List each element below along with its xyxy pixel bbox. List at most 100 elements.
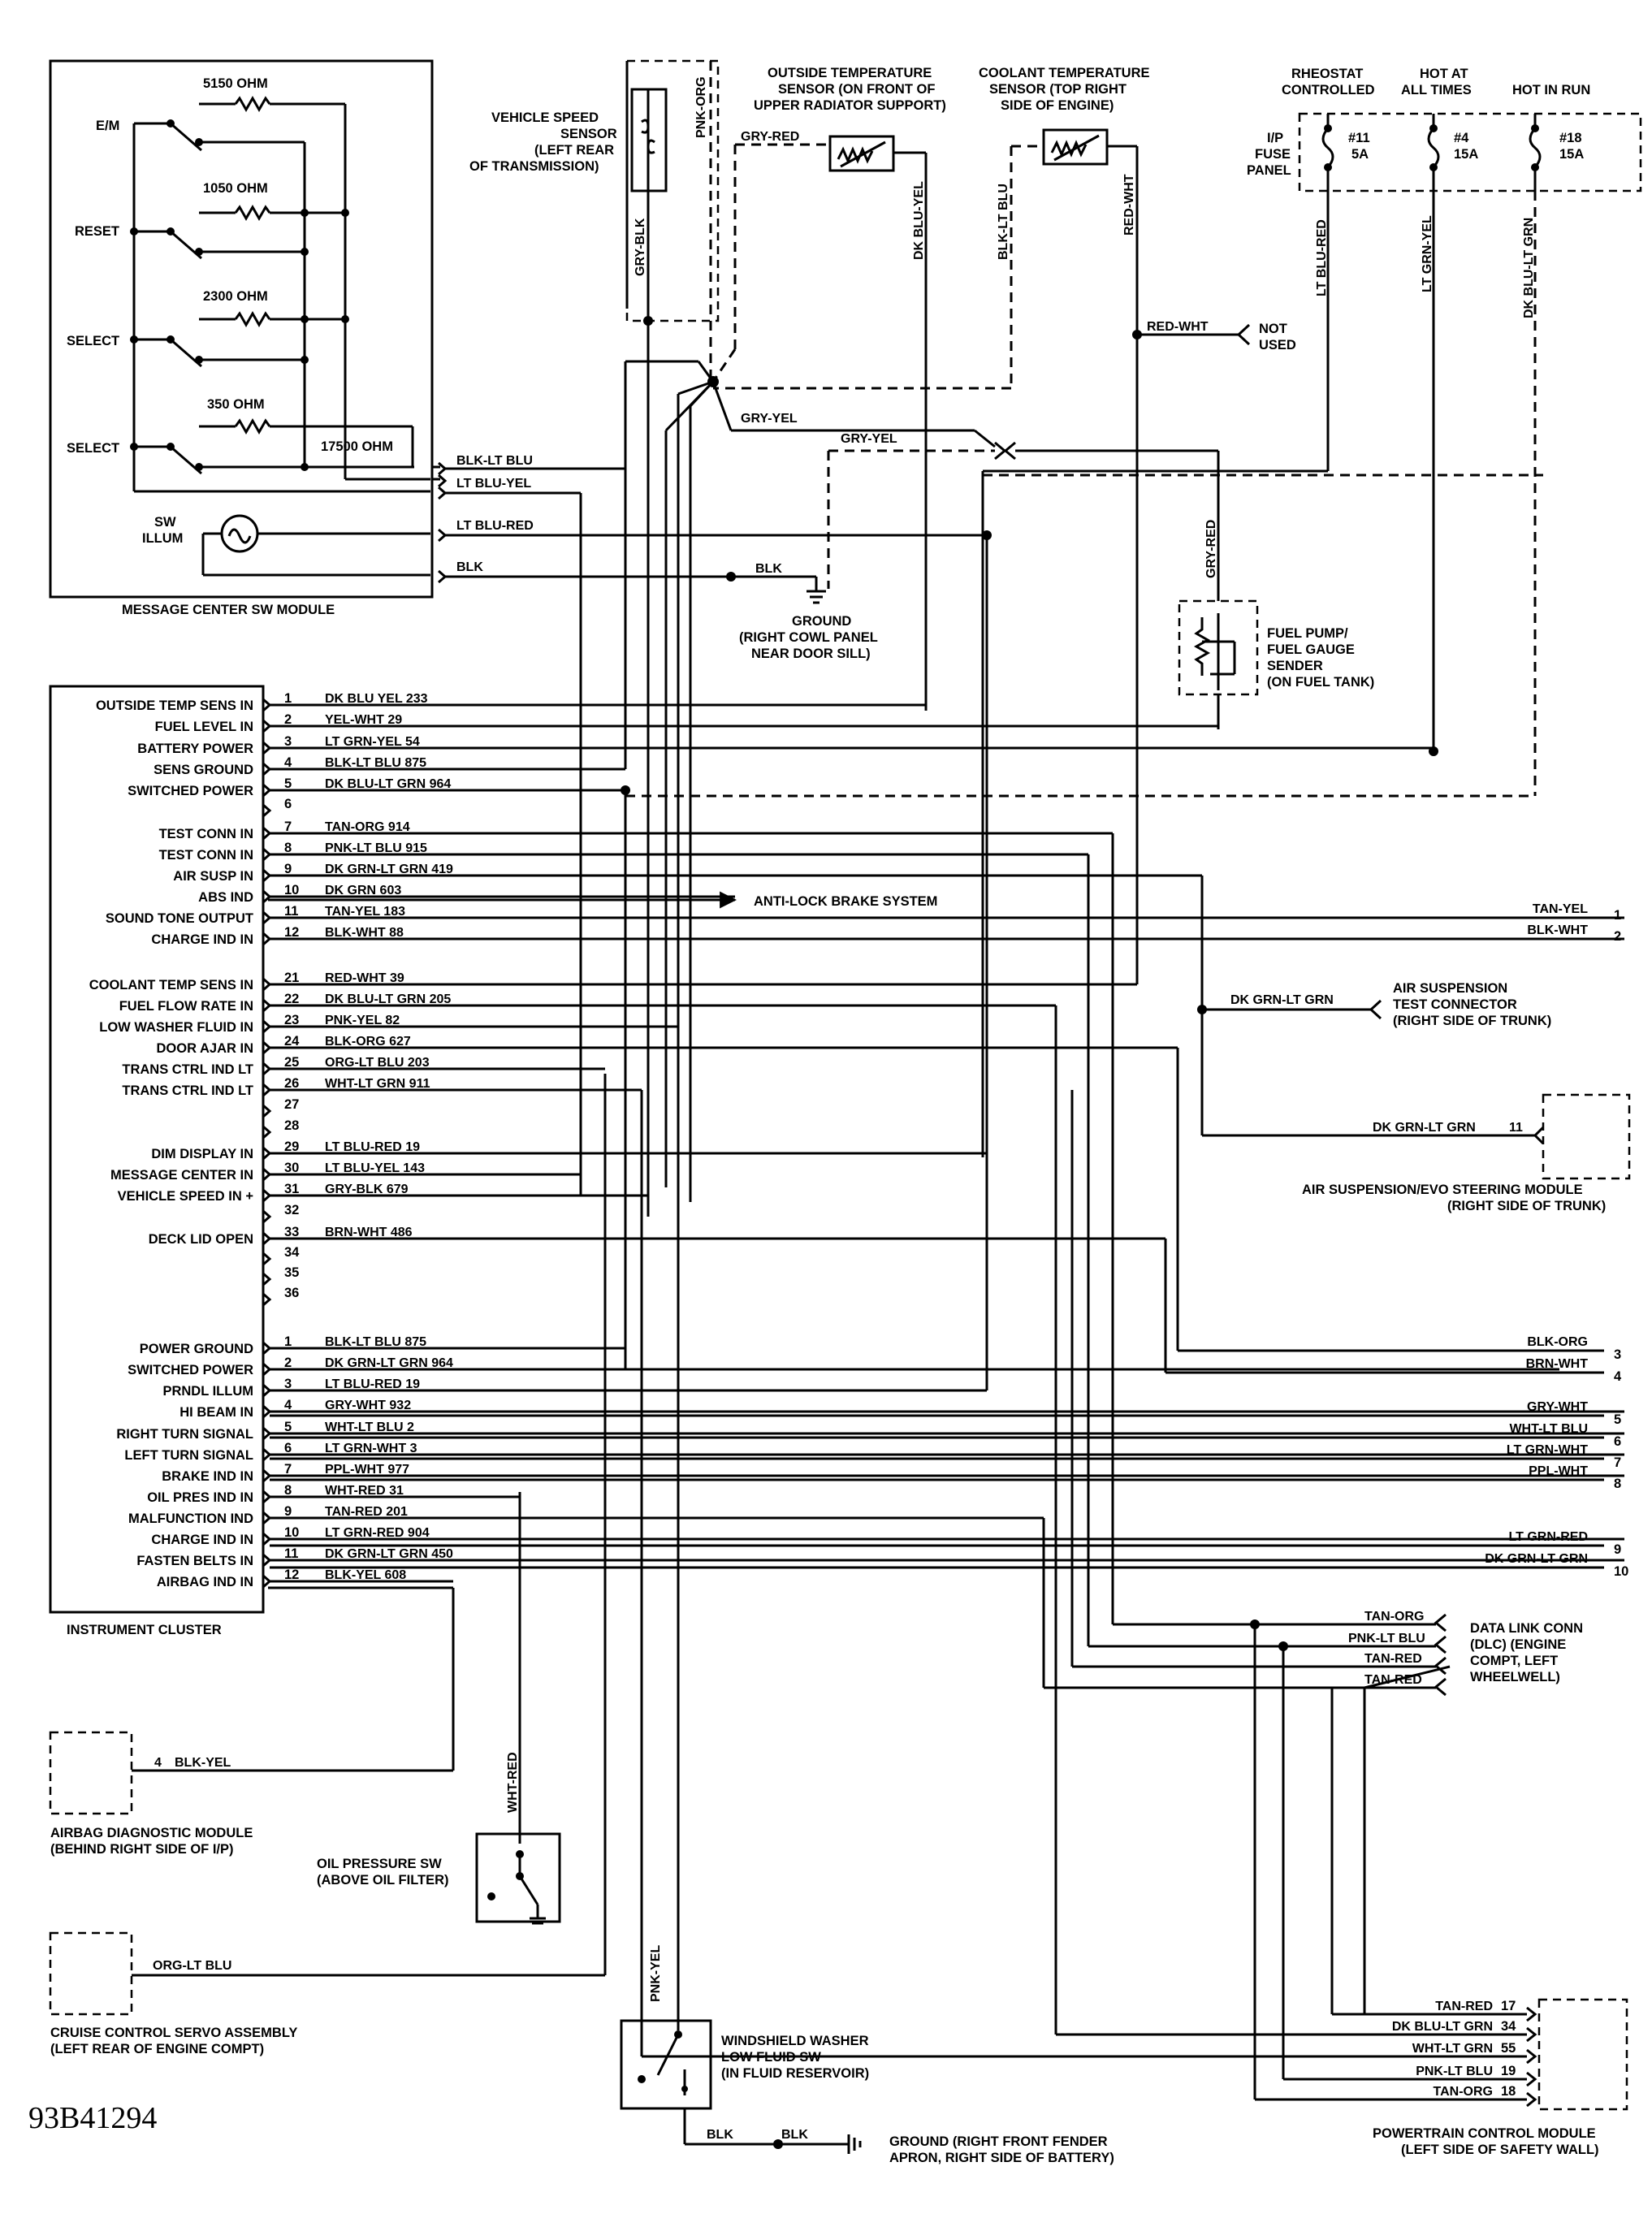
right-conn-wire-label: PPL-WHT (1529, 1464, 1588, 1478)
pcm-label-1: POWERTRAIN CONTROL MODULE (1373, 2126, 1596, 2141)
dlc-label-4: WHEELWELL) (1470, 1670, 1560, 1684)
cluster-pin-wire-label: LT BLU-YEL 143 (325, 1161, 425, 1175)
cluster-pin-wire-label: ORG-LT BLU 203 (325, 1056, 430, 1070)
vss-pnk-org-label: PNK-ORG (694, 76, 708, 138)
ground-1: GROUND (RIGHT COWL PANEL NEAR DOOR SILL) (739, 590, 878, 661)
cluster-pin-number: 27 (284, 1097, 299, 1112)
cluster-pin-number: 4 (284, 1398, 292, 1412)
not-used-label-1: NOT (1259, 322, 1287, 336)
coolant-temp-label-2: SENSOR (TOP RIGHT (989, 82, 1127, 97)
air-susp-module-wire-label: DK GRN-LT GRN (1373, 1121, 1476, 1135)
cluster-pin-wire-label: LT GRN-RED 904 (325, 1526, 430, 1540)
fuel-pump-label-1: FUEL PUMP/ (1267, 626, 1348, 641)
cluster-pin-6: 6 (262, 797, 292, 818)
cluster-pin-number: 5 (284, 1420, 292, 1434)
pcm-pin: 18 (1501, 2084, 1516, 2099)
cluster-pin-number: 1 (284, 1334, 292, 1349)
cluster-pin-wire-label: BLK-ORG 627 (325, 1035, 411, 1049)
air-susp-module-pin: 11 (1509, 1121, 1523, 1135)
cluster-pin-label: RIGHT TURN SIGNAL (116, 1427, 253, 1442)
cluster-pin-number: 29 (284, 1139, 299, 1154)
cluster-pin-label: COOLANT TEMP SENS IN (89, 978, 253, 992)
wire-blk-label: BLK (456, 560, 483, 574)
vss-label-2: SENSOR (560, 127, 617, 141)
cluster-pin-label: FUEL FLOW RATE IN (119, 999, 253, 1014)
sw-illum-label-2: ILLUM (142, 531, 183, 546)
cluster-pin-number: 36 (284, 1286, 299, 1300)
cluster-pin-number: 23 (284, 1013, 299, 1027)
cluster-pin-label: BRAKE IND IN (162, 1469, 253, 1484)
cluster-pin-26: 34 (262, 1245, 300, 1266)
air-susp-module-label-2: (RIGHT SIDE OF TRUNK) (1447, 1199, 1606, 1213)
right-conn-wire-label: BLK-WHT (1527, 923, 1588, 937)
figure-id: 93B41294 (28, 2101, 157, 2135)
cluster-pin-number: 9 (284, 862, 292, 876)
air-susp-test-connector: DK GRN-LT GRN AIR SUSPENSION TEST CONNEC… (1197, 879, 1551, 1135)
ground2-label-1: GROUND (RIGHT FRONT FENDER (889, 2134, 1108, 2149)
cluster-pin-35: BRAKE IND IN 7 PPL-WHT 977 (162, 1462, 1624, 1484)
washer-label-1: WINDSHIELD WASHER (721, 2034, 869, 2048)
fuse-panel-label-1: I/P (1267, 131, 1283, 145)
switch-select-label: SELECT (67, 334, 119, 348)
cluster-pin-number: 30 (284, 1161, 299, 1175)
fuel-pump-label-3: SENDER (1267, 659, 1323, 673)
fuse-11-amp: 5A (1351, 147, 1369, 162)
cluster-pin-label: DECK LID OPEN (149, 1232, 253, 1247)
cluster-pin-number: 10 (284, 883, 299, 897)
cluster-pin-wire-label: WHT-RED 31 (325, 1484, 404, 1498)
gry-yel-wires: GRY-YEL GRY-YEL GRY-RED (711, 381, 1543, 601)
pcm-wire-label: PNK-LT BLU (1416, 2065, 1493, 2078)
washer-label-3: (IN FLUID RESERVOIR) (721, 2066, 869, 2081)
cluster-pin-label: SWITCHED POWER (128, 784, 253, 798)
right-conn-wire-label: WHT-LT BLU (1509, 1422, 1588, 1436)
pcm-wire-label: WHT-LT GRN (1412, 2042, 1493, 2056)
coolant-temp-label-3: SIDE OF ENGINE) (1001, 98, 1114, 113)
air-susp-module: DK GRN-LT GRN 11 AIR SUSPENSION/EVO STEE… (1202, 1093, 1631, 1213)
air-susp-test-label-3: (RIGHT SIDE OF TRUNK) (1393, 1014, 1551, 1028)
cluster-pin-number: 3 (284, 734, 292, 749)
cluster-pin-label: BATTERY POWER (137, 742, 253, 756)
cluster-pin-label: OIL PRES IND IN (147, 1490, 253, 1505)
cluster-pin-wire-label: LT GRN-YEL 54 (325, 735, 420, 749)
cluster-pin-number: 7 (284, 1462, 292, 1477)
outside-temp-sensor: OUTSIDE TEMPERATURE SENSOR (ON FRONT OF … (711, 66, 946, 711)
cluster-pin-wire-label: DK BLU-LT GRN 205 (325, 992, 451, 1006)
cluster-pin-number: 6 (284, 797, 292, 811)
washer-wire-label: PNK-YEL (649, 1945, 663, 2002)
dlc-label-1: DATA LINK CONN (1470, 1621, 1583, 1636)
cluster-pin-number: 6 (284, 1441, 292, 1455)
airbag-wire-label: BLK-YEL (175, 1756, 231, 1770)
ground1-wire-label: BLK (755, 562, 782, 576)
fuse-18-icon (1529, 114, 1542, 192)
cluster-pin-27: 35 (262, 1265, 299, 1286)
msg-module-title: MESSAGE CENTER SW MODULE (122, 603, 335, 617)
pcm-pin: 19 (1501, 2064, 1516, 2078)
cluster-pin-label: ABS IND (198, 890, 253, 905)
oil-label-2: (ABOVE OIL FILTER) (317, 1873, 449, 1888)
right-conn-pin: 4 (1614, 1369, 1622, 1384)
fuse-11-num: #11 (1348, 131, 1370, 145)
pcm-pin: 55 (1501, 2041, 1516, 2056)
cluster-pin-label: SWITCHED POWER (128, 1363, 253, 1377)
cluster-pin-wire-label: DK BLU-LT GRN 964 (325, 777, 451, 791)
air-susp-module-label-1: AIR SUSPENSION/EVO STEERING MODULE (1302, 1183, 1583, 1197)
fuse-hdr-1a: RHEOSTAT (1291, 67, 1363, 81)
sw-illum-label-1: SW (154, 515, 176, 530)
cluster-pin-wire-label: WHT-LT GRN 911 (325, 1077, 430, 1091)
cluster-pin-number: 31 (284, 1182, 299, 1196)
cluster-pin-label: PRNDL ILLUM (162, 1384, 253, 1399)
cluster-pin-wire-label: PPL-WHT 977 (325, 1463, 409, 1477)
outside-temp-dk-blu-yel-label: DK BLU-YEL (912, 181, 926, 260)
